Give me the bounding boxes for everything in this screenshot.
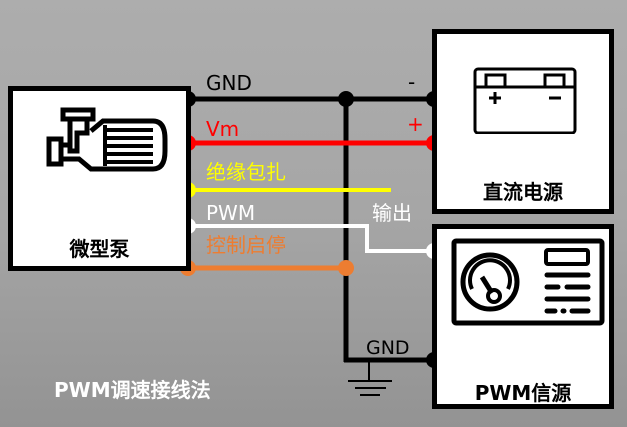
pwm-wire-label: PWM — [206, 201, 256, 225]
supply-positive-label: + — [407, 112, 424, 136]
control-wire-label: 控制启停 — [206, 233, 286, 257]
gnd-node-junction — [338, 91, 354, 107]
pwm-source-box: PWM信源 — [432, 224, 614, 409]
diagram-title: PWM调速接线法 — [54, 378, 211, 402]
source-gnd-label: GND — [366, 337, 410, 359]
supply-negative-label: - — [408, 70, 416, 94]
pwm-wire — [188, 224, 434, 253]
pump-box: 微型泵 — [8, 86, 191, 271]
insulated-wire-label: 绝缘包扎 — [206, 160, 286, 184]
battery-icon — [473, 67, 577, 134]
gnd-wire-label: GND — [206, 71, 252, 95]
control-node-junction — [338, 260, 354, 276]
pump-motor-icon — [46, 107, 168, 172]
dc-supply-label: 直流电源 — [483, 180, 563, 204]
output-label: 输出 — [372, 201, 412, 225]
vm-wire-label: Vm — [206, 117, 240, 141]
signal-generator-icon — [451, 238, 605, 326]
pwm-source-label: PWM信源 — [474, 381, 572, 405]
dc-supply-box: 直流电源 — [432, 29, 614, 214]
pump-label: 微型泵 — [69, 237, 130, 261]
